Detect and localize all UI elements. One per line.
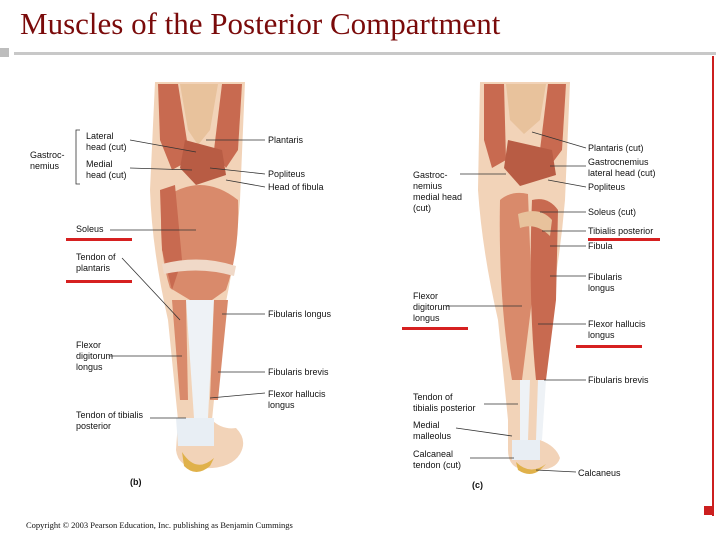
label-flexor-hallucis-c: Flexor hallucis longus: [588, 319, 646, 340]
leader-lines-c: [446, 131, 587, 473]
label-fibula: Fibula: [588, 241, 613, 251]
label-lateral-head: Lateral head (cut): [86, 131, 127, 152]
highlight-soleus: [66, 238, 132, 241]
title-corner-mark: [0, 48, 9, 57]
label-tendon-tibialis-b: Tendon of tibialis posterior: [76, 410, 144, 431]
label-gastrocnemius-medial: Gastroc- nemius medial head (cut): [413, 170, 463, 213]
label-soleus-cut: Soleus (cut): [588, 207, 637, 217]
label-popliteus-c: Popliteus: [588, 182, 626, 192]
label-plantaris-cut: Plantaris (cut): [588, 143, 644, 153]
label-calcaneus: Calcaneus: [578, 468, 621, 478]
label-gastrocnemius-lateral: Gastrocnemius lateral head (cut): [588, 157, 656, 178]
label-fibularis-longus-c: Fibularis longus: [588, 272, 623, 293]
label-flexor-digitorum-c: Flexor digitorum longus: [413, 291, 451, 323]
label-fibularis-brevis-c: Fibularis brevis: [588, 375, 649, 385]
label-gastrocnemius-b: Gastroc- nemius: [30, 150, 65, 171]
right-accent-mark: [704, 506, 713, 515]
label-tendon-plantaris: Tendon of plantaris: [76, 252, 116, 273]
label-plantaris: Plantaris: [268, 135, 304, 145]
title-underline: [14, 52, 716, 55]
label-fibularis-longus-b: Fibularis longus: [268, 309, 332, 319]
leader-lines-b: [75, 129, 266, 419]
label-flexor-digitorum-b: Flexor digitorum longus: [76, 340, 114, 372]
highlight-flexor-hallucis: [576, 345, 642, 348]
label-soleus: Soleus: [76, 224, 104, 234]
highlight-flexor-digitorum: [402, 327, 468, 330]
leg-c-illustration: [478, 82, 570, 474]
panel-label-c: (c): [472, 480, 483, 490]
highlight-tendon-plantaris: [66, 280, 132, 283]
panel-label-b: (b): [130, 477, 142, 487]
label-popliteus-b: Popliteus: [268, 169, 306, 179]
label-medial-malleolus: Medial malleolus: [413, 420, 452, 441]
label-calcaneal-tendon: Calcaneal tendon (cut): [413, 449, 462, 470]
copyright-notice: Copyright © 2003 Pearson Education, Inc.…: [26, 520, 293, 530]
label-flexor-hallucis-b: Flexor hallucis longus: [268, 389, 326, 410]
label-tibialis-posterior: Tibialis posterior: [588, 226, 654, 236]
label-head-of-fibula: Head of fibula: [268, 182, 324, 192]
label-medial-head: Medial head (cut): [86, 159, 127, 180]
label-tendon-tibialis-c: Tendon of tibialis posterior: [413, 392, 476, 413]
right-accent-rule: [712, 56, 714, 516]
leg-b-illustration: [150, 82, 245, 472]
slide-title: Muscles of the Posterior Compartment: [20, 6, 501, 41]
label-fibularis-brevis-b: Fibularis brevis: [268, 367, 329, 377]
highlight-tibialis-posterior: [588, 238, 660, 241]
